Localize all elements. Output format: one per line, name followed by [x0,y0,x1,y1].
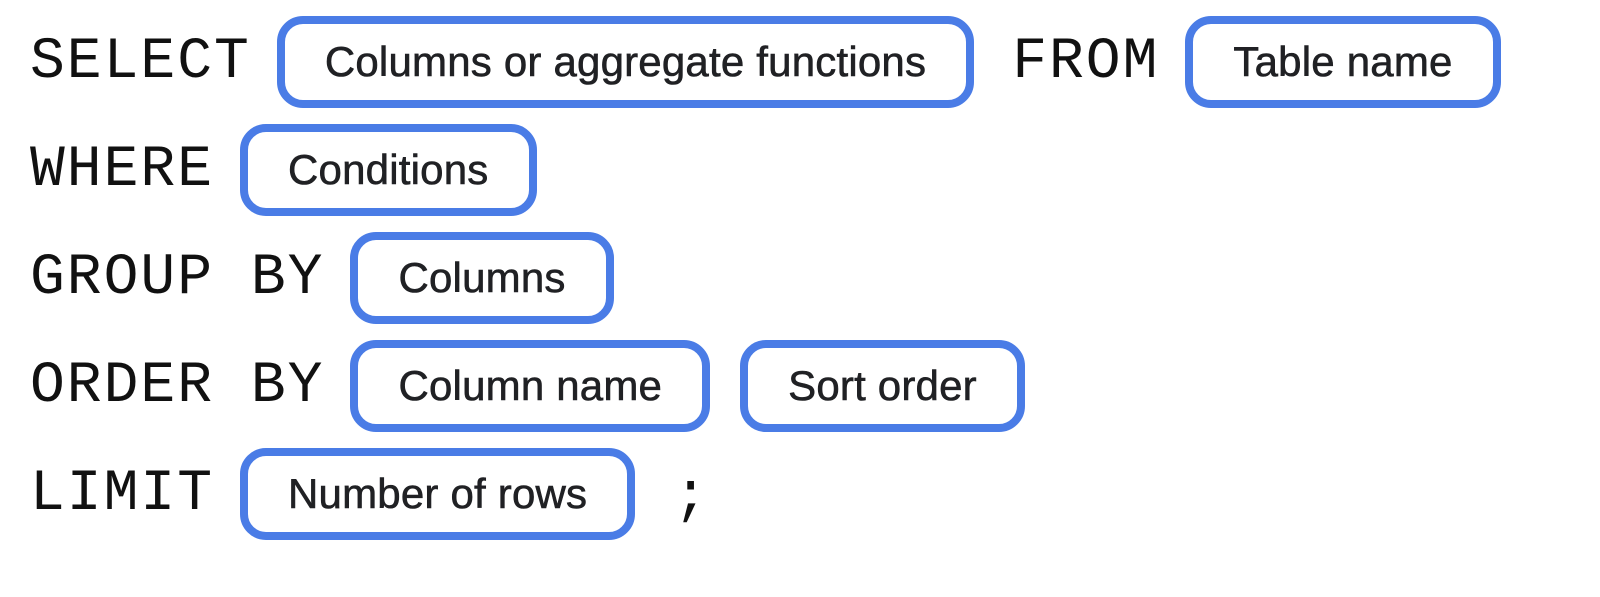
syntax-row-limit: LIMIT Number of rows ; [30,448,1600,540]
keyword-group-by: GROUP BY [30,245,325,311]
placeholder-box-table-name: Table name [1185,16,1501,108]
keyword-where: WHERE [30,137,215,203]
syntax-row-where: WHERE Conditions [30,124,1600,216]
placeholder-box-conditions: Conditions [240,124,537,216]
keyword-select: SELECT [30,29,251,95]
placeholder-box-column-name: Column name [350,340,711,432]
placeholder-box-number-of-rows: Number of rows [240,448,636,540]
syntax-row-order-by: ORDER BY Column name Sort order [30,340,1600,432]
keyword-limit: LIMIT [30,461,215,527]
keyword-order-by: ORDER BY [30,353,325,419]
semicolon-terminator: ; [673,464,711,530]
placeholder-box-sort-order: Sort order [740,340,1025,432]
syntax-row-group-by: GROUP BY Columns [30,232,1600,324]
keyword-from: FROM [1012,29,1160,95]
sql-syntax-diagram: SELECT Columns or aggregate functions FR… [30,16,1600,540]
syntax-row-select: SELECT Columns or aggregate functions FR… [30,16,1600,108]
placeholder-box-columns: Columns [350,232,614,324]
placeholder-box-columns-or-aggregate-functions: Columns or aggregate functions [276,16,975,108]
